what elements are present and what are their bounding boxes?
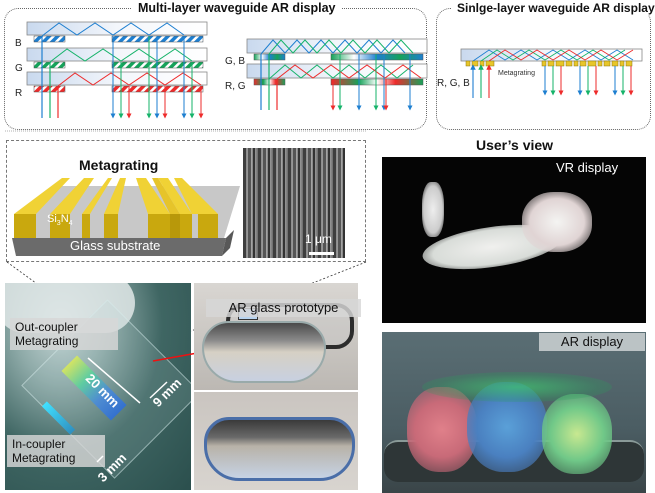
grape-leaves (422, 372, 612, 402)
si3n4-label: Si3N4 (47, 213, 73, 228)
single-layer-input-label: R, G, B (437, 78, 470, 89)
single-layer-diagram (460, 48, 643, 98)
layer-label-g: G (15, 63, 23, 74)
single-layer-title: Sinlge-layer waveguide AR display (451, 1, 655, 15)
sem-scale-bar (309, 252, 334, 255)
users-view-title: User’s view (476, 137, 554, 153)
ar-display-image (382, 332, 646, 493)
layer-label-r: R (15, 88, 23, 99)
prototype-label: AR glass prototype (206, 299, 361, 317)
goggles (204, 417, 355, 481)
vr-display-label: VR display (556, 160, 619, 175)
ar-display-label: AR display (539, 333, 645, 351)
multi-layer-3stack-diagram (26, 21, 208, 119)
out-coupler-label: Out-coupler Metagrating (10, 318, 118, 350)
multi-layer-2stack-diagram (246, 38, 428, 111)
sem-image (243, 148, 345, 258)
layer-label-gb: G, B (225, 56, 246, 67)
metagrating-detail-panel (6, 140, 366, 262)
sem-scale-label: 1 μm (305, 232, 332, 246)
grapes-green (542, 394, 612, 474)
metagrating-title: Metagrating (79, 157, 159, 173)
single-layer-grating-label: Metagrating (498, 70, 535, 77)
dragon-head (522, 192, 592, 252)
prototype-photo-bottom (194, 392, 358, 490)
layer-label-rg: R, G (225, 81, 246, 92)
multi-layer-title: Multi-layer waveguide AR display (132, 1, 342, 15)
in-coupler-label: In-coupler Metagrating (7, 435, 105, 467)
vr-display-image (382, 157, 646, 323)
metagrating-3d-schematic (12, 178, 240, 256)
glass-substrate-label: Glass substrate (70, 238, 161, 253)
layer-label-b: B (15, 38, 22, 49)
dragon-tail (422, 182, 444, 237)
grapes-red (407, 387, 477, 472)
glasses-front (202, 321, 326, 383)
